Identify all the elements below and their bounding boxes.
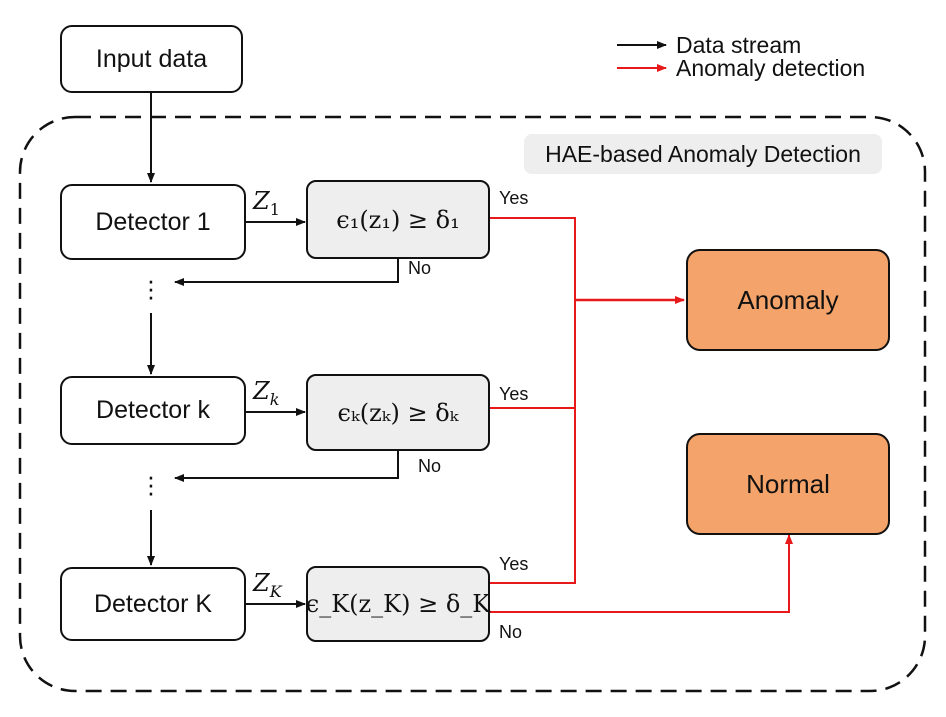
anomaly-box: Anomaly <box>686 249 890 351</box>
input-data-box: Input data <box>60 25 243 93</box>
z-k-label: Zk <box>253 377 280 409</box>
normal-box: Normal <box>686 433 890 535</box>
condition-k-no-arrow <box>174 451 399 482</box>
ellipsis-1: ··· <box>146 265 156 311</box>
condition-K-box: ϵ_K(z_K) ≥ δ_K <box>306 566 490 642</box>
yes-label-1: Yes <box>499 188 529 208</box>
no-label-1: No <box>408 258 432 278</box>
z-1-label: Z1 <box>253 187 280 219</box>
condition-1-no-arrow <box>174 259 399 286</box>
condition-1-box: ϵ₁(z₁) ≥ δ₁ <box>306 180 490 259</box>
detector-k-box: Detector k <box>60 376 246 445</box>
detection-region-border <box>18 115 927 693</box>
region-title: HAE-based Anomaly Detection <box>524 134 882 174</box>
z-K-label: ZK <box>253 569 282 601</box>
no-K-to-normal-arrow <box>490 534 793 613</box>
detector-K-box: Detector K <box>60 567 246 641</box>
condition-k-box: ϵₖ(zₖ) ≥ δₖ <box>306 374 490 451</box>
yes-label-K: Yes <box>499 554 529 574</box>
ellipsis-2: ··· <box>146 461 156 507</box>
yes-label-k: Yes <box>499 384 529 404</box>
legend-anomaly-detection-label: Anomaly detection <box>676 55 866 81</box>
legend-data-stream-label: Data stream <box>676 32 802 58</box>
no-label-K: No <box>499 622 523 642</box>
detector-1-box: Detector 1 <box>60 184 246 260</box>
yes-1-red-line <box>490 217 576 584</box>
no-label-k: No <box>418 456 442 476</box>
